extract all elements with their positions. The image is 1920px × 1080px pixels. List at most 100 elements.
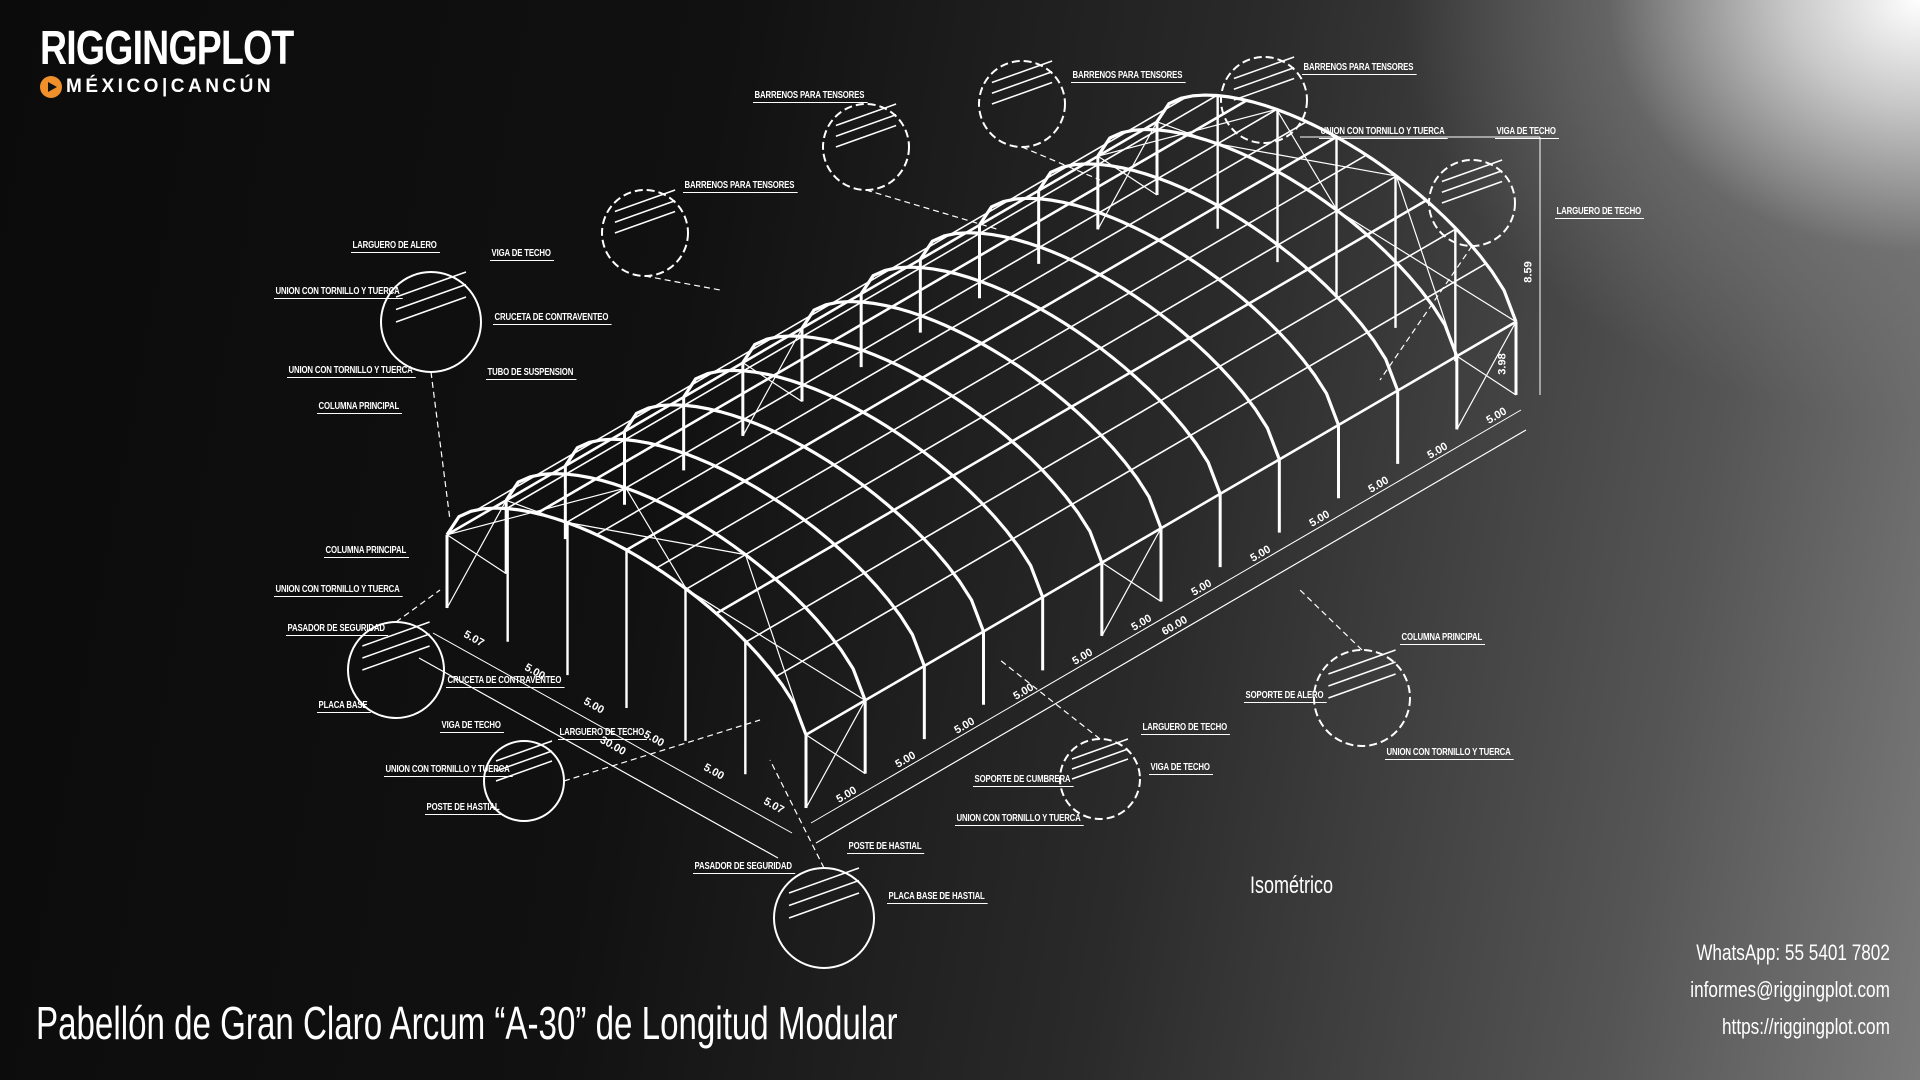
callout-label: COLUMNA PRINCIPAL: [1400, 632, 1486, 645]
roof-purlin: [506, 94, 1218, 510]
callout-label: PLACA BASE DE HASTIAL: [887, 891, 988, 904]
detail-part-line: [495, 740, 553, 762]
detail-part-line: [362, 633, 430, 659]
callout-label: SOPORTE DE ALERO: [1244, 690, 1327, 703]
page-title: Pabellón de Gran Claro Arcum “A-30” de L…: [36, 997, 898, 1049]
wall-bracing: [805, 734, 866, 775]
detail-part-line: [362, 621, 430, 647]
detail-part-line: [614, 210, 676, 234]
roof-purlin: [775, 262, 1487, 678]
callout-label: UNION CON TORNILLO Y TUERCA: [1319, 126, 1448, 139]
roof-bracing: [1276, 109, 1338, 211]
detail-part-line: [495, 760, 553, 782]
callout-label: PASADOR DE SEGURIDAD: [286, 623, 388, 636]
callout-label: VIGA DE TECHO: [1495, 126, 1559, 139]
roof-bracing: [744, 554, 807, 735]
leader-line: [865, 189, 1001, 231]
website-link[interactable]: https://riggingplot.com: [1722, 1014, 1890, 1039]
callout-label: UNION CON TORNILLO Y TUERCA: [955, 813, 1084, 826]
callout-label: POSTE DE HASTIAL: [425, 802, 503, 815]
detail-part-line: [395, 271, 467, 298]
detail-part-line: [991, 71, 1053, 94]
detail-part-line: [1328, 661, 1396, 687]
whatsapp-text: WhatsApp: 55 5401 7802: [1696, 940, 1890, 965]
callout-label: PASADOR DE SEGURIDAD: [693, 861, 795, 874]
detail-part-line: [395, 283, 467, 311]
callout-label: UNION CON TORNILLO Y TUERCA: [384, 764, 513, 777]
email-link[interactable]: informes@riggingplot.com: [1690, 977, 1890, 1002]
logo: RIGGINGPLOT MÉXICO|CANCÚN: [40, 24, 365, 98]
leader-line: [644, 275, 721, 291]
detail-part-line: [1071, 748, 1129, 770]
callout-label: BARRENOS PARA TENSORES: [1302, 62, 1417, 75]
length-segment-dimension-line: [810, 409, 1522, 824]
callout-label: CRUCETA DE CONTRAVENTEO: [493, 312, 612, 325]
detail-part-line: [1233, 77, 1295, 101]
wall-bracing: [742, 362, 803, 403]
callout-label: BARRENOS PARA TENSORES: [753, 90, 868, 103]
width-dimension-line: [418, 657, 779, 859]
callout-label: POSTE DE HASTIAL: [847, 841, 925, 854]
leader-line: [999, 659, 1101, 740]
wall-bracing: [1101, 562, 1162, 603]
dimension-label: 3.98: [1496, 353, 1509, 376]
roof-purlin: [596, 121, 1307, 536]
detail-part-line: [788, 892, 860, 919]
detail-part-line: [991, 60, 1053, 84]
callout-label: LARGUERO DE TECHO: [1141, 722, 1231, 735]
callout-label: UNION CON TORNILLO Y TUERCA: [274, 584, 403, 597]
callout-label: BARRENOS PARA TENSORES: [1071, 70, 1186, 83]
detail-callout-circle: [1313, 649, 1411, 747]
detail-part-line: [788, 879, 860, 907]
callout-label: VIGA DE TECHO: [440, 720, 504, 733]
leader-line: [430, 371, 451, 521]
detail-part-line: [614, 189, 676, 213]
detail-part-line: [1441, 180, 1503, 204]
roof-purlin: [566, 108, 1278, 524]
contact-info: WhatsApp: 55 5401 7802 informes@riggingp…: [1634, 934, 1890, 1045]
logo-name: RIGGINGPLOT: [40, 22, 294, 75]
callout-label: LARGUERO DE ALERO: [351, 240, 440, 253]
length-dimension-line: [815, 429, 1527, 844]
leader-line: [1021, 146, 1101, 181]
detail-part-line: [614, 200, 676, 223]
callout-label: BARRENOS PARA TENSORES: [683, 180, 798, 193]
leader-line: [1379, 245, 1473, 381]
leader-line: [769, 759, 825, 869]
roof-purlin: [656, 154, 1367, 569]
callout-label: PLACA BASE: [317, 700, 371, 713]
view-label: Isométrico: [1250, 872, 1334, 899]
callout-label: UNION CON TORNILLO Y TUERCA: [1385, 747, 1514, 760]
width-segment-dimension-line: [432, 632, 793, 834]
logo-tagline: MÉXICO|CANCÚN: [66, 76, 275, 97]
leader-line: [563, 719, 761, 782]
callout-label: LARGUERO DE TECHO: [558, 727, 648, 740]
wall-bracing: [1456, 355, 1517, 396]
detail-part-line: [495, 750, 553, 772]
dimension-label: 8.59: [1522, 261, 1535, 283]
roof-bracing: [625, 487, 687, 590]
detail-part-line: [362, 645, 430, 671]
wall-bracing: [1097, 155, 1158, 196]
detail-part-line: [1441, 159, 1503, 183]
roof-bracing: [1395, 175, 1458, 357]
roof-bracing: [505, 499, 567, 523]
detail-part-line: [1441, 170, 1503, 193]
detail-part-line: [835, 103, 897, 127]
callout-label: VIGA DE TECHO: [490, 248, 554, 261]
callout-label: TUBO DE SUSPENSION: [486, 367, 577, 380]
detail-part-line: [1233, 67, 1295, 90]
detail-part-line: [1071, 738, 1129, 760]
roof-purlin: [536, 99, 1248, 515]
play-icon: [40, 76, 62, 98]
detail-part-line: [835, 114, 897, 137]
roof-purlin: [715, 199, 1427, 615]
detail-part-line: [788, 867, 860, 894]
callout-label: COLUMNA PRINCIPAL: [324, 545, 410, 558]
callout-label: CRUCETA DE CONTRAVENTEO: [446, 675, 565, 688]
callout-label: LARGUERO DE TECHO: [1555, 206, 1645, 219]
callout-label: VIGA DE TECHO: [1149, 762, 1213, 775]
callout-label: SOPORTE DE CUMBRERA: [973, 774, 1074, 787]
roof-purlin: [476, 96, 1188, 511]
